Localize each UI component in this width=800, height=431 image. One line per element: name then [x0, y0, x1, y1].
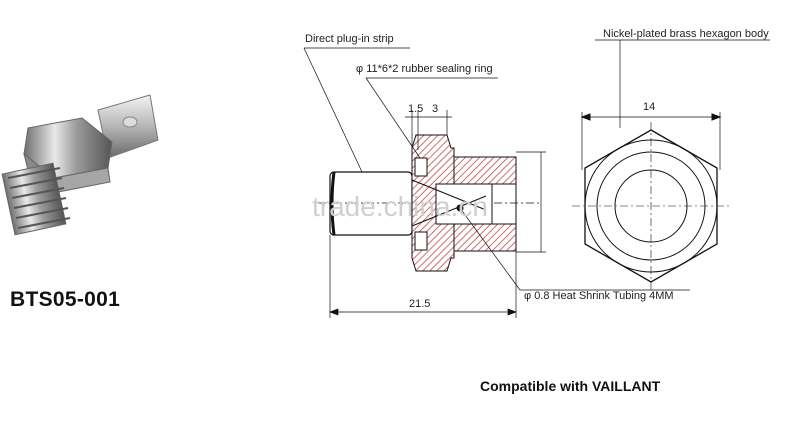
thread — [1, 162, 71, 236]
dim-length: 21.5 — [409, 298, 430, 310]
callout-sealing-ring: φ 11*6*2 rubber sealing ring — [356, 63, 493, 75]
dim-3: 3 — [432, 103, 438, 115]
dim-hex: 14 — [643, 101, 655, 113]
dim-1-5: 1.5 — [408, 103, 423, 115]
compatibility-note: Compatible with VAILLANT — [480, 378, 661, 394]
side-view — [318, 134, 546, 272]
callout-body: Nickel-plated brass hexagon body — [603, 28, 769, 40]
watermark: trade.china.cn — [312, 191, 488, 222]
model-label: BTS05-001 — [10, 288, 121, 311]
callout-plug-strip: Direct plug-in strip — [305, 33, 394, 45]
callout-tubing: φ 0.8 Heat Shrink Tubing 4MM — [524, 290, 674, 302]
leader-lines — [303, 39, 770, 291]
product-photo — [1, 94, 159, 236]
end-view — [572, 112, 730, 290]
